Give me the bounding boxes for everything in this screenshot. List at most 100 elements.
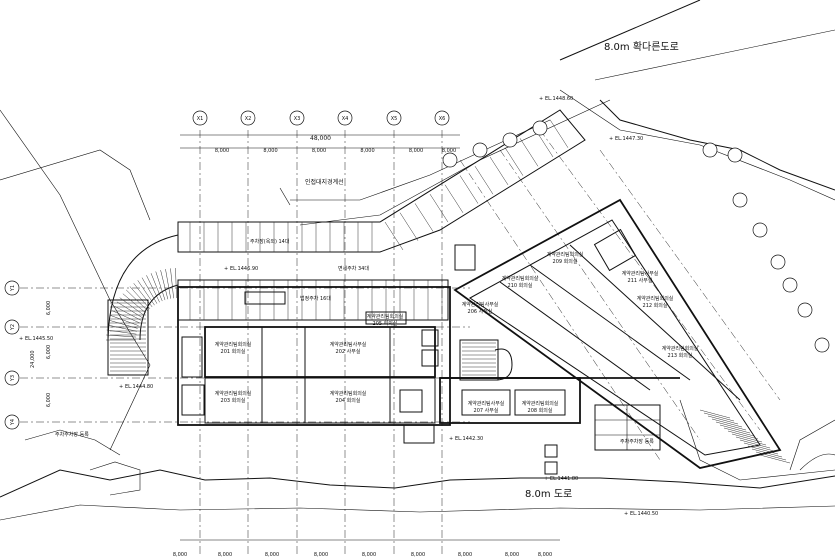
grid-bubble-label: X6 (439, 116, 446, 122)
grid-bubble-diagonal (752, 222, 768, 238)
parking-right-label: 주차주차장 등록 (620, 438, 654, 445)
grid-bubble-label: X5 (391, 116, 398, 122)
span-dim-bottom: 8,000 (362, 552, 376, 557)
grid-bubble-diagonal (732, 192, 748, 208)
grid-bubble-y2: Y2 (4, 319, 20, 335)
grid-bubble-label: Y1 (10, 285, 16, 292)
span-dim-bottom: 8,000 (411, 552, 425, 557)
overall-height-dim: 24,000 (30, 351, 36, 369)
spot-elevation-value: EL.1445.50 (25, 336, 53, 342)
span-dim: 8,000 (215, 148, 229, 154)
span-dim: 8,000 (409, 148, 423, 154)
room-name: 계약관리팀회의실 (547, 251, 584, 258)
span-dim-bottom: 8,000 (505, 552, 519, 557)
room-number: 206 사무실 (468, 308, 493, 315)
room-number: 201 회의실 (221, 348, 246, 355)
span-dim: 8,000 (442, 148, 456, 154)
room-name: 계약관리팀회의실 (522, 400, 559, 407)
room-number: 204 회의실 (336, 397, 361, 404)
spot-elevation: +EL.1440.50 (624, 511, 658, 517)
spot-elevation: +EL.1446.90 (224, 266, 258, 272)
spot-elevation: +EL.1445.50 (19, 336, 53, 342)
room-number: 209 회의실 (553, 258, 578, 265)
room-name: 계약관리팀사무실 (468, 400, 505, 407)
spot-elevation-value: EL.1446.90 (230, 266, 258, 272)
spot-elevations: +EL.1448.60+EL.1447.30+EL.1446.90+EL.144… (19, 96, 658, 517)
span-dim-bottom: 8,000 (458, 552, 472, 557)
parking-inner-label: 법정주차 16대 (300, 295, 331, 302)
spot-elevation: +EL.1441.80 (544, 476, 578, 482)
room-name: 계약관리팀회의실 (367, 313, 404, 320)
room-number: 213 회의실 (668, 352, 693, 359)
spot-elevation: +EL.1444.80 (119, 384, 153, 390)
room-name: 계약관리팀회의실 (330, 390, 367, 397)
grid-bubble-diagonal (702, 142, 718, 158)
grid-bubble-label: X2 (245, 116, 252, 122)
grid-bubble-diagonal (814, 337, 830, 353)
grid-bubble-label: Y3 (10, 375, 16, 382)
spot-elevation: +EL.1448.60 (539, 96, 573, 102)
room-name: 계약관리팀회의실 (215, 390, 252, 397)
grid-bubble-x1: X1 (192, 110, 208, 126)
room-name: 계약관리팀회의실 (637, 295, 674, 302)
span-dim: 8,000 (312, 148, 326, 154)
right-parking (594, 404, 661, 451)
grid-bubble-diagonal (442, 152, 458, 168)
room-name: 계약관리팀회의실 (662, 345, 699, 352)
spot-elevation-cross: + (19, 336, 23, 342)
spot-elevation-value: EL.1442.30 (455, 436, 483, 442)
room-number: 202 사무실 (336, 348, 361, 355)
spot-elevation-value: EL.1448.60 (545, 96, 573, 102)
spot-elevation-cross: + (449, 436, 453, 442)
grid-bubble-diagonal (782, 277, 798, 293)
spot-elevation: +EL.1442.30 (449, 436, 483, 442)
diagonal-wing (453, 198, 791, 469)
spot-elevation-cross: + (119, 384, 123, 390)
room-number: 205 회의실 (373, 320, 398, 327)
room-number: 210 회의실 (508, 282, 533, 289)
grid-bubble-label: X1 (197, 116, 204, 122)
parking-middle-label: 면세주차 34대 (338, 265, 369, 272)
room-name: 계약관리팀사무실 (330, 341, 367, 348)
room-number: 212 회의실 (643, 302, 668, 309)
room-name: 계약관리팀사무실 (462, 301, 499, 308)
spot-elevation-cross: + (539, 96, 543, 102)
spot-elevation-cross: + (224, 266, 228, 272)
grid-bubble-diagonal (532, 120, 548, 136)
grid-bubble-x6: X6 (434, 110, 450, 126)
room-number: 211 사무실 (628, 277, 653, 284)
row-span-dim: 6,000 (46, 393, 52, 407)
structural-grid (20, 129, 781, 557)
spot-elevation-value: EL.1441.80 (550, 476, 578, 482)
grid-bubble-x5: X5 (386, 110, 402, 126)
road-label-bottom: 8.0m 도로 (525, 489, 572, 500)
spot-elevation-cross: + (544, 476, 548, 482)
grid-bubble-label: Y4 (10, 419, 16, 426)
grid-bubble-x4: X4 (337, 110, 353, 126)
spot-elevation-cross: + (624, 511, 628, 517)
overall-width-dim: 48,000 (310, 135, 331, 142)
grid-bubble-x2: X2 (240, 110, 256, 126)
grid-bubble-y3: Y3 (4, 370, 20, 386)
grid-bubble-diagonal (727, 147, 743, 163)
span-dim-bottom: 8,000 (538, 552, 552, 557)
spot-elevation: +EL.1447.30 (609, 136, 643, 142)
road-label-top: 8.0m 확다른도로 (604, 41, 679, 53)
